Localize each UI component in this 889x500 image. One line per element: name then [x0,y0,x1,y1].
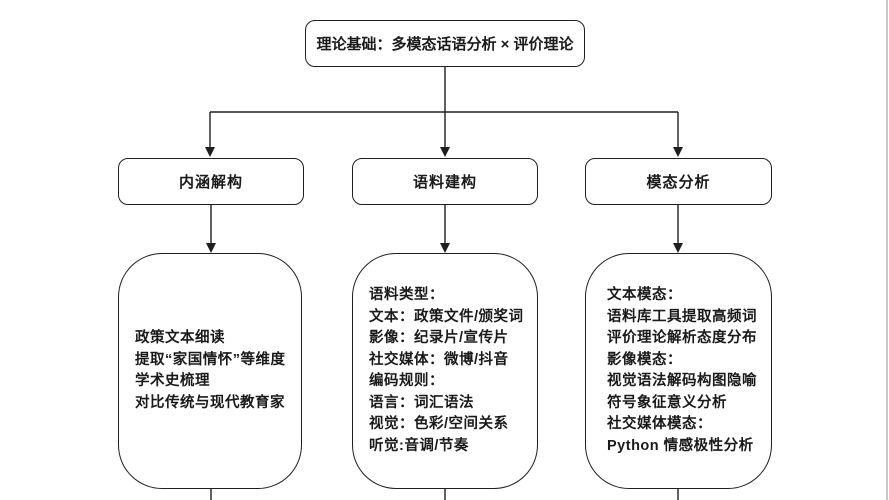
detail-text-block: 文本模态： 语料库工具提取高频词 评价理论解析态度分布 影像模态： 视觉语法解码… [586,285,763,457]
detail-text-block: 政策文本细读 提取“家国情怀”等维度 学术史梳理 对比传统与现代教育家 [119,328,292,414]
arrow-down-icon [205,147,215,157]
detail-line: 对比传统与现代教育家 [135,394,285,411]
arrow-down-icon [206,243,216,253]
node-branch-modality: 模态分析 [585,158,772,205]
detail-line: 评价理论解析态度分布 [607,330,757,346]
detail-line: 社交媒体模态： [607,416,712,432]
node-theory-root-label: 理论基础：多模态话语分析 × 评价理论 [316,36,574,53]
canvas-right-edge-divider [886,0,888,500]
arrow-down-icon [673,243,683,253]
detail-line: 视觉语法解码构图隐喻 [607,373,757,389]
node-detail-connotation: 政策文本细读 提取“家国情怀”等维度 学术史梳理 对比传统与现代教育家 [118,253,302,489]
arrow-down-icon [440,243,450,253]
detail-line: 视觉：色彩/空间关系 [369,416,509,432]
detail-line: 影像模态： [607,351,682,368]
detail-line: 语料库工具提取高频词 [607,308,757,325]
detail-line: 影像：纪录片/宣传片 [369,330,509,346]
detail-line: 政策文本细读 [135,330,225,346]
detail-line: 文本模态： [607,287,682,303]
node-detail-modality: 文本模态： 语料库工具提取高频词 评价理论解析态度分布 影像模态： 视觉语法解码… [585,253,772,489]
node-branch-connotation-label: 内涵解构 [178,174,243,191]
node-branch-corpus: 语料建构 [352,158,538,205]
detail-line: 符号象征意义分析 [607,394,727,411]
detail-line: 编码规则： [369,373,444,389]
node-branch-corpus-label: 语料建构 [412,174,477,191]
detail-line: Python 情感极性分析 [607,437,754,454]
detail-line: 语料类型： [369,287,444,303]
node-detail-corpus: 语料类型： 文本：政策文件/颁奖词 影像：纪录片/宣传片 社交媒体：微博/抖音 … [352,253,538,489]
detail-line: 社交媒体：微博/抖音 [369,351,509,368]
node-theory-root: 理论基础：多模态话语分析 × 评价理论 [305,20,585,67]
detail-line: 听觉:音调/节奏 [369,437,469,454]
node-branch-modality-label: 模态分析 [646,174,711,191]
arrow-down-icon [673,147,683,157]
detail-line: 文本：政策文件/颁奖词 [369,308,524,325]
detail-line: 语言：词汇语法 [369,394,474,411]
detail-line: 学术史梳理 [135,373,210,389]
arrow-down-icon [440,147,450,157]
detail-text-block: 语料类型： 文本：政策文件/颁奖词 影像：纪录片/宣传片 社交媒体：微博/抖音 … [353,285,530,457]
node-branch-connotation: 内涵解构 [118,158,304,205]
detail-line: 提取“家国情怀”等维度 [135,351,286,368]
